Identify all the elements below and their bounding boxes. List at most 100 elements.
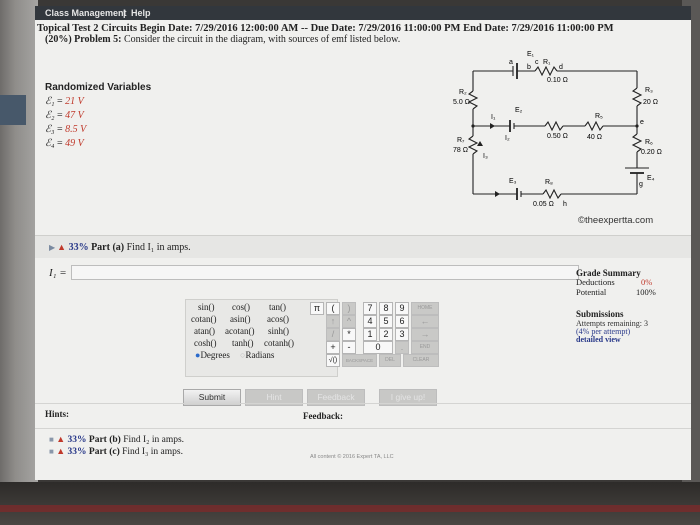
label-a: a — [509, 59, 513, 66]
key-0[interactable]: 0 — [363, 341, 393, 354]
label-I2: I₂ — [505, 135, 510, 142]
give-up-button[interactable]: I give up! — [379, 389, 437, 406]
cotan-button[interactable]: cotan() — [191, 314, 217, 324]
label-R3-value: 20 Ω — [643, 99, 658, 106]
label-R6: R₆ — [645, 139, 653, 146]
browser-page: Class Management | Help Topical Test 2 C… — [35, 6, 691, 480]
label-I3: I₃ — [483, 153, 488, 160]
problem-statement: (20%) Problem 5: Consider the circuit in… — [45, 34, 405, 45]
key-4[interactable]: 4 — [363, 315, 377, 328]
variable-emf-2: ℰ₂ = 47 V — [45, 110, 84, 121]
part-b-text: Find I₂ in amps. — [123, 435, 185, 445]
monitor-bezel-left — [0, 0, 38, 525]
label-c: c — [535, 59, 539, 66]
key-plus[interactable]: + — [326, 341, 340, 354]
collapsed-icon: ■ — [49, 447, 54, 456]
label-E4: E₄ — [647, 175, 655, 182]
key-5[interactable]: 5 — [379, 315, 393, 328]
key-9[interactable]: 9 — [395, 302, 409, 315]
part-c-percent: 33% — [67, 447, 87, 457]
divider — [35, 403, 691, 404]
warning-icon: ▲ — [56, 446, 66, 456]
submissions-title: Submissions — [576, 309, 624, 319]
key-6[interactable]: 6 — [395, 315, 409, 328]
key-3[interactable]: 3 — [395, 328, 409, 341]
problem-number: (20%) Problem 5: — [45, 34, 122, 45]
key-2[interactable]: 2 — [379, 328, 393, 341]
cos-button[interactable]: cos() — [232, 302, 250, 312]
acotan-button[interactable]: acotan() — [225, 326, 255, 336]
problem-text: Consider the circuit in the diagram, wit… — [121, 34, 401, 45]
key-right-paren[interactable]: ) — [342, 302, 356, 315]
key-end[interactable]: END — [411, 341, 439, 354]
footer-copyright: All content © 2016 Expert TA, LLC — [310, 454, 394, 460]
key-up[interactable]: ↑ — [326, 315, 340, 328]
key-left-paren[interactable]: ( — [326, 302, 340, 315]
submit-button[interactable]: Submit — [183, 389, 241, 406]
label-h: h — [563, 201, 567, 208]
key-caret[interactable]: ^ — [342, 315, 356, 328]
part-a-header[interactable]: ▶▲ 33% Part (a) Find I₁ in amps. — [49, 242, 191, 253]
label-R5: R₅ — [595, 113, 603, 120]
asin-button[interactable]: asin() — [230, 314, 251, 324]
label-R1: R₁ — [543, 59, 551, 66]
atan-button[interactable]: atan() — [194, 326, 215, 336]
part-b-label: Part (b) — [88, 435, 121, 445]
key-clear[interactable]: CLEAR — [403, 354, 439, 367]
acos-button[interactable]: acos() — [267, 314, 289, 324]
label-R8: R₈ — [545, 179, 553, 186]
key-7[interactable]: 7 — [363, 302, 377, 315]
label-R5-value: 40 Ω — [587, 134, 602, 141]
key-divide[interactable]: / — [326, 328, 340, 341]
key-minus[interactable]: - — [342, 341, 356, 354]
part-c-row[interactable]: ■ ▲ 33% Part (c) Find I₃ in amps. — [49, 446, 183, 457]
part-a-text: Find I₁ in amps. — [126, 242, 191, 253]
sinh-button[interactable]: sinh() — [268, 326, 289, 336]
monitor-bezel-bottom — [0, 482, 700, 525]
desktop-window-edge — [0, 95, 26, 125]
top-menubar: Class Management | Help — [35, 6, 691, 20]
label-e: e — [640, 119, 644, 126]
randomized-variables-title: Randomized Variables — [45, 82, 152, 93]
answer-input[interactable] — [71, 265, 579, 280]
test-header: Topical Test 2 Circuits Begin Date: 7/29… — [37, 23, 614, 34]
cotanh-button[interactable]: cotanh() — [264, 338, 294, 348]
key-1[interactable]: 1 — [363, 328, 377, 341]
deductions-value: 0% — [641, 277, 653, 287]
label-R3: R₃ — [645, 87, 653, 94]
taskbar-strip — [0, 505, 700, 512]
part-b-row[interactable]: ■ ▲ 33% Part (b) Find I₂ in amps. — [49, 434, 184, 445]
radians-radio[interactable]: ○Radians — [240, 350, 275, 360]
label-b: b — [527, 64, 531, 71]
tan-button[interactable]: tan() — [269, 302, 286, 312]
hints-label: Hints: — [45, 409, 70, 419]
detailed-view-link[interactable]: detailed view — [576, 335, 621, 344]
menu-class-management[interactable]: Class Management — [45, 8, 127, 18]
part-a-label: Part (a) — [91, 242, 125, 253]
part-b-percent: 33% — [67, 435, 87, 445]
warning-icon: ▲ — [56, 434, 66, 444]
key-pi[interactable]: π — [310, 302, 324, 315]
tanh-button[interactable]: tanh() — [232, 338, 254, 348]
label-d: d — [559, 64, 563, 71]
cosh-button[interactable]: cosh() — [194, 338, 217, 348]
degrees-radio[interactable]: ●Degrees — [195, 350, 230, 360]
label-R2-value: 5.0 Ω — [453, 99, 470, 106]
key-dot[interactable]: . — [395, 341, 409, 354]
part-c-text: Find I₃ in amps. — [122, 447, 183, 457]
hint-button[interactable]: Hint — [245, 389, 303, 406]
feedback-button[interactable]: Feedback — [307, 389, 365, 406]
part-a-bar — [35, 235, 691, 258]
key-8[interactable]: 8 — [379, 302, 393, 315]
key-multiply[interactable]: * — [342, 328, 356, 341]
expand-triangle-icon[interactable]: ▶ — [49, 243, 56, 252]
label-R4-value: 0.50 Ω — [547, 133, 568, 140]
sin-button[interactable]: sin() — [198, 302, 215, 312]
key-home[interactable]: HOME — [411, 302, 439, 315]
key-sqrt[interactable]: √() — [326, 354, 340, 367]
key-left-arrow[interactable]: ← — [411, 315, 439, 328]
key-backspace[interactable]: BACKSPACE — [342, 354, 377, 367]
menu-help[interactable]: Help — [131, 8, 151, 18]
key-del[interactable]: DEL — [379, 354, 401, 367]
key-right-arrow[interactable]: → — [411, 328, 439, 341]
